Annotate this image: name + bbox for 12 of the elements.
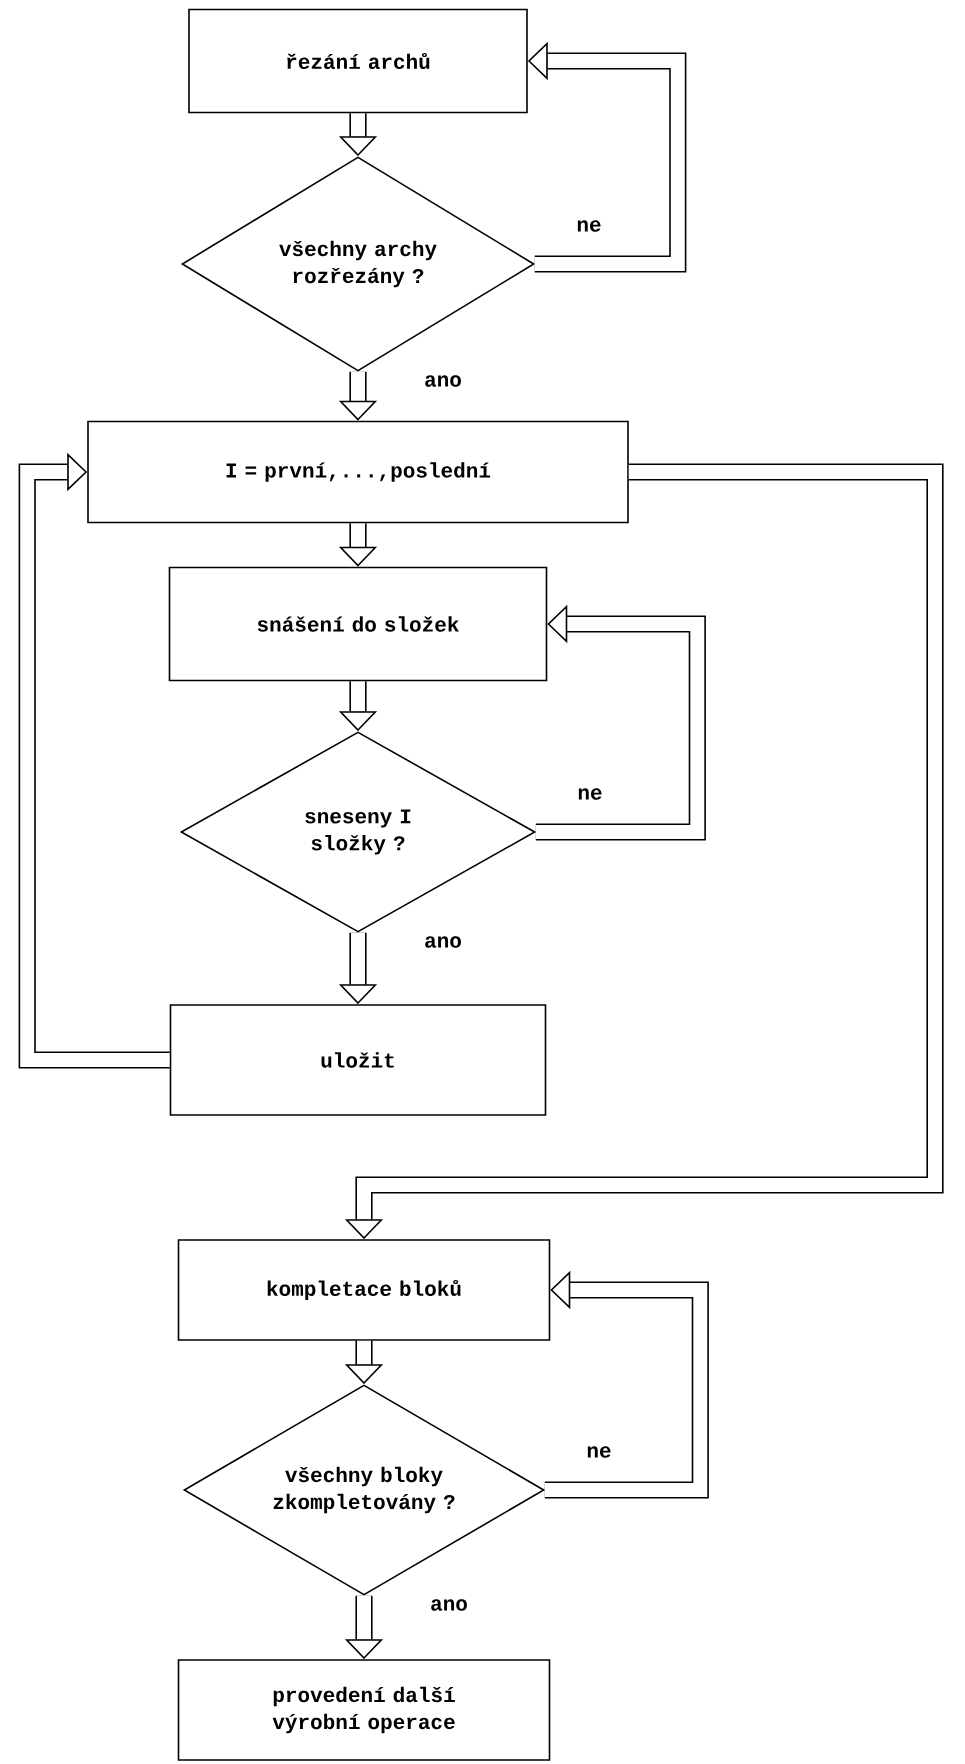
process-box: řezání archů [188, 8, 528, 114]
process-box: provedení další výrobní operace [177, 1659, 551, 1761]
edge-label: ano [422, 934, 464, 950]
arrow [18, 452, 170, 1069]
edge-label: ano [422, 373, 464, 389]
edge-label: ne [574, 218, 604, 234]
edge-label: ne [575, 786, 605, 802]
edge-label: ano [428, 1597, 470, 1613]
edge-label: ne [584, 1444, 614, 1460]
process-box: uložit [169, 1004, 547, 1116]
process-box: snášení do složek [168, 566, 548, 682]
process-box: kompletace bloků [177, 1239, 551, 1341]
